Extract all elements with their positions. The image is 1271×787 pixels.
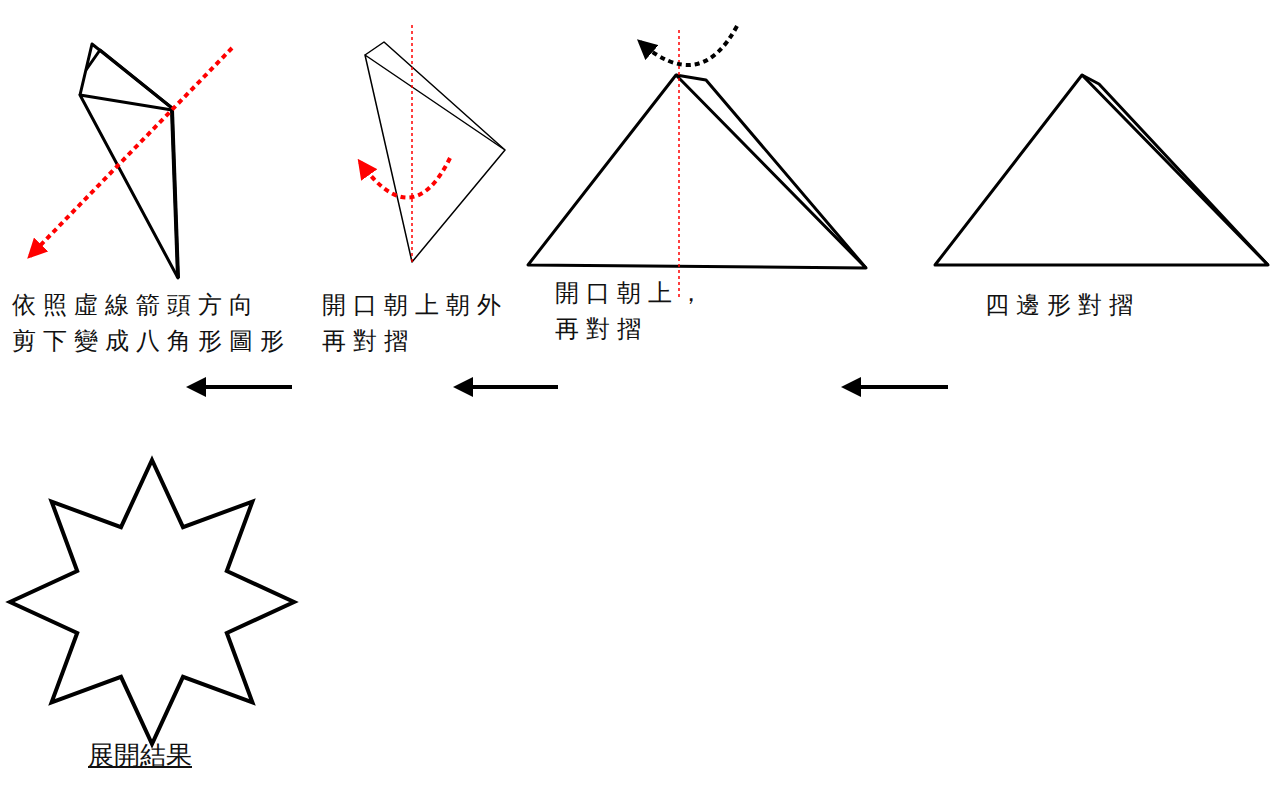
octagram — [10, 460, 294, 744]
step-caption: 四邊形對摺 — [985, 287, 1140, 323]
folded-cone — [80, 44, 178, 278]
fold-arrow — [360, 158, 450, 198]
step-caption: 開口朝上朝外 再對摺 — [322, 287, 508, 359]
fold-line — [411, 25, 413, 265]
cut-line — [30, 48, 232, 256]
fold-arrow — [640, 26, 737, 65]
folded-triangle-2 — [528, 75, 866, 268]
step-caption: 依照虛線箭頭方向 剪下變成八角形圖形 — [12, 287, 291, 359]
step-caption: 開口朝上，再對摺 — [555, 275, 710, 347]
result-caption: 展開結果 — [88, 737, 192, 773]
folded-wedge — [365, 42, 505, 262]
folded-triangle — [935, 75, 1268, 265]
step-arrow — [190, 385, 948, 389]
fold-line — [678, 30, 680, 300]
